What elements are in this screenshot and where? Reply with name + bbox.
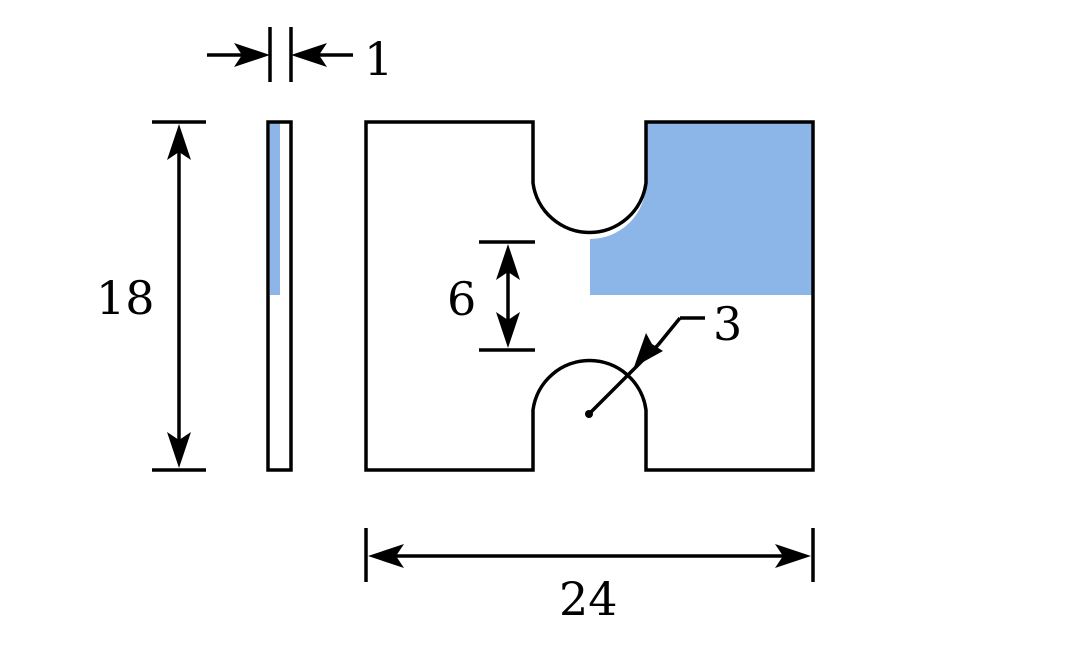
- side-view-shaded-region: [270, 123, 280, 295]
- thickness-label: 1: [364, 32, 393, 86]
- width-dimension: 24: [364, 528, 815, 626]
- front-view-outline: [364, 120, 815, 472]
- thickness-arrow-right: [291, 43, 327, 67]
- side-view: [266, 120, 293, 472]
- radius-label: 3: [713, 297, 742, 351]
- gap-arrow-top: [496, 244, 520, 280]
- width-label: 24: [559, 572, 618, 626]
- radius-dimension: 3: [585, 297, 742, 418]
- front-view: [364, 120, 815, 472]
- height-arrow-top: [167, 124, 191, 160]
- radius-center-point: [585, 410, 593, 418]
- upper-notch-cutout: [590, 123, 646, 239]
- gap-dimension: 6: [447, 240, 535, 352]
- gap-label: 6: [447, 272, 476, 326]
- height-arrow-bottom: [167, 432, 191, 468]
- height-label: 18: [96, 271, 155, 325]
- thickness-arrow-left: [234, 43, 270, 67]
- width-arrow-left: [368, 544, 404, 568]
- side-view-outline: [266, 120, 293, 472]
- gap-arrow-bottom: [496, 312, 520, 348]
- radius-leader-diagonal: [656, 316, 682, 347]
- thickness-dimension: 1: [207, 27, 393, 86]
- width-arrow-right: [775, 544, 811, 568]
- radius-arrow: [634, 333, 663, 367]
- height-dimension: 18: [96, 120, 206, 472]
